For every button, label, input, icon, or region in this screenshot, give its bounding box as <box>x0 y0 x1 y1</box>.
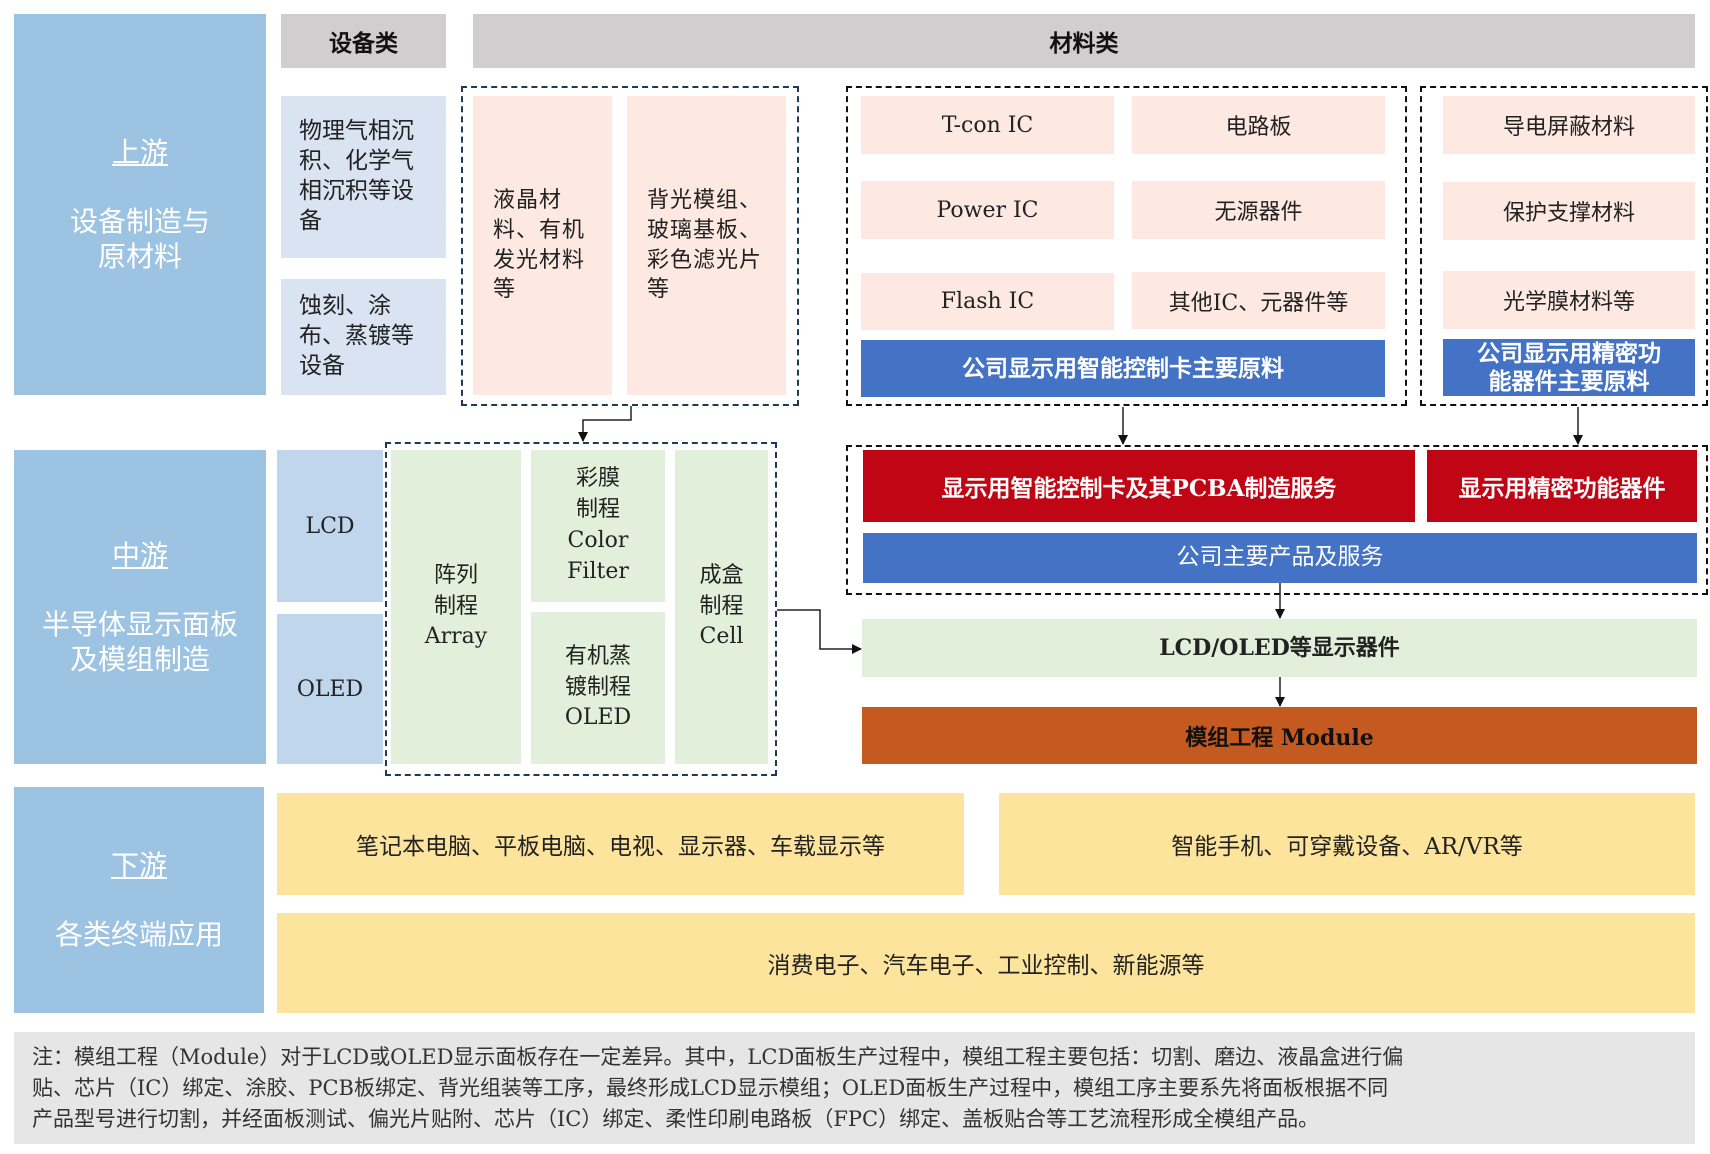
precision-materials-group <box>1420 86 1708 406</box>
process-cf-line: Color <box>567 528 629 553</box>
precision-material-item: 保护支撑材料 <box>1443 182 1695 240</box>
process-array-line: 阵列 <box>433 562 478 588</box>
ic-material-item: T-con IC <box>861 96 1114 154</box>
upstream-stage: 上游 设备制造与 原材料 <box>14 14 266 395</box>
footnote-line: 产品型号进行切割，并经面板测试、偏光片贴附、芯片（IC）绑定、柔性印刷电路板（F… <box>32 1107 1320 1131</box>
footnote: 注：模组工程（Module）对于LCD或OLED显示面板存在一定差异。其中，LC… <box>14 1032 1695 1144</box>
ic-material-item: 电路板 <box>1132 96 1385 154</box>
control-card-materials-group <box>846 86 1407 406</box>
footnote-line: 注：模组工程（Module）对于LCD或OLED显示面板存在一定差异。其中，LC… <box>32 1045 1404 1069</box>
materials-header: 材料类 <box>473 14 1695 68</box>
arrow-panel-materials-to-process <box>578 406 632 442</box>
equipment-text: 物理气相沉积、化学气相沉积等设备 <box>299 118 414 234</box>
midstream-subtitle-1: 半导体显示面板 <box>41 607 238 641</box>
precision-material-item: 导电屏蔽材料 <box>1443 96 1695 154</box>
downstream-stage: 下游 各类终端应用 <box>14 787 264 1013</box>
panel-material-text: 背光模组、玻璃基板、彩色滤光片等 <box>647 188 763 303</box>
process-group <box>385 442 777 776</box>
process-color-filter: 彩膜 制程 Color Filter <box>531 450 665 602</box>
precision-materials-label-1: 公司显示用精密功 <box>1477 339 1661 367</box>
ic-material-item: Power IC <box>861 181 1114 239</box>
company-products-group <box>846 445 1708 595</box>
product-control-card: 显示用智能控制卡及其PCBA制造服务 <box>863 450 1415 522</box>
control-card-materials-label: 公司显示用智能控制卡主要原料 <box>861 340 1385 397</box>
midstream-title: 中游 <box>111 538 168 572</box>
app-pc-tv: 笔记本电脑、平板电脑、电视、显示器、车载显示等 <box>277 793 964 895</box>
process-cf-line: 彩膜 <box>575 466 620 492</box>
process-oled: 有机蒸 镀制程 OLED <box>531 612 665 764</box>
process-oled-line: 有机蒸 <box>564 643 631 669</box>
downstream-title: 下游 <box>110 849 167 882</box>
ic-material-item: 其他IC、元器件等 <box>1132 272 1385 329</box>
company-products-label: 公司主要产品及服务 <box>863 533 1697 583</box>
upstream-subtitle-1: 设备制造与 <box>69 205 210 238</box>
upstream-title: 上游 <box>111 136 168 169</box>
process-cf-line: 制程 <box>575 497 620 523</box>
process-array: 阵列 制程 Array <box>391 450 521 764</box>
equipment-item: 物理气相沉积、化学气相沉积等设备 <box>281 96 446 258</box>
panel-material-item: 背光模组、玻璃基板、彩色滤光片等 <box>627 96 786 395</box>
upstream-subtitle-2: 原材料 <box>97 240 182 273</box>
display-devices: LCD/OLED等显示器件 <box>862 619 1697 677</box>
process-cell-line: Cell <box>699 624 744 650</box>
panel-type-lcd: LCD <box>277 450 383 602</box>
process-oled-line: OLED <box>564 705 632 731</box>
module-engineering: 模组工程 Module <box>862 707 1697 764</box>
midstream-subtitle-2: 及模组制造 <box>69 642 210 676</box>
equipment-item: 蚀刻、涂布、蒸镀等设备 <box>281 279 446 395</box>
precision-material-item: 光学膜材料等 <box>1443 271 1695 329</box>
midstream-stage: 中游 半导体显示面板 及模组制造 <box>14 450 266 764</box>
product-precision-device: 显示用精密功能器件 <box>1427 450 1697 522</box>
process-cell-line: 成盒 <box>699 562 744 588</box>
panel-materials-group <box>461 86 799 406</box>
downstream-subtitle: 各类终端应用 <box>54 918 223 951</box>
process-array-line: Array <box>424 624 488 650</box>
process-array-line: 制程 <box>433 593 478 619</box>
ic-material-item: Flash IC <box>861 273 1114 330</box>
arrow-process-to-display <box>777 609 862 654</box>
process-oled-line: 镀制程 <box>564 674 631 700</box>
process-cell: 成盒 制程 Cell <box>675 450 768 764</box>
app-industries: 消费电子、汽车电子、工业控制、新能源等 <box>277 913 1695 1013</box>
panel-material-item: 液晶材料、有机发光材料等 <box>473 96 612 395</box>
panel-type-oled: OLED <box>277 614 383 764</box>
process-cell-line: 制程 <box>699 593 744 619</box>
precision-materials-label: 公司显示用精密功 能器件主要原料 <box>1443 339 1695 396</box>
ic-material-item: 无源器件 <box>1132 181 1385 239</box>
equipment-text: 蚀刻、涂布、蒸镀等设备 <box>299 293 414 379</box>
app-mobile-wearable: 智能手机、可穿戴设备、AR/VR等 <box>999 793 1695 895</box>
precision-materials-label-2: 能器件主要原料 <box>1488 367 1650 395</box>
equipment-header: 设备类 <box>281 14 446 68</box>
panel-material-text: 液晶材料、有机发光材料等 <box>493 188 586 303</box>
footnote-line: 贴、芯片（IC）绑定、涂胶、PCB板绑定、背光组装等工序，最终形成LCD显示模组… <box>32 1076 1389 1100</box>
process-cf-line: Filter <box>567 558 629 584</box>
